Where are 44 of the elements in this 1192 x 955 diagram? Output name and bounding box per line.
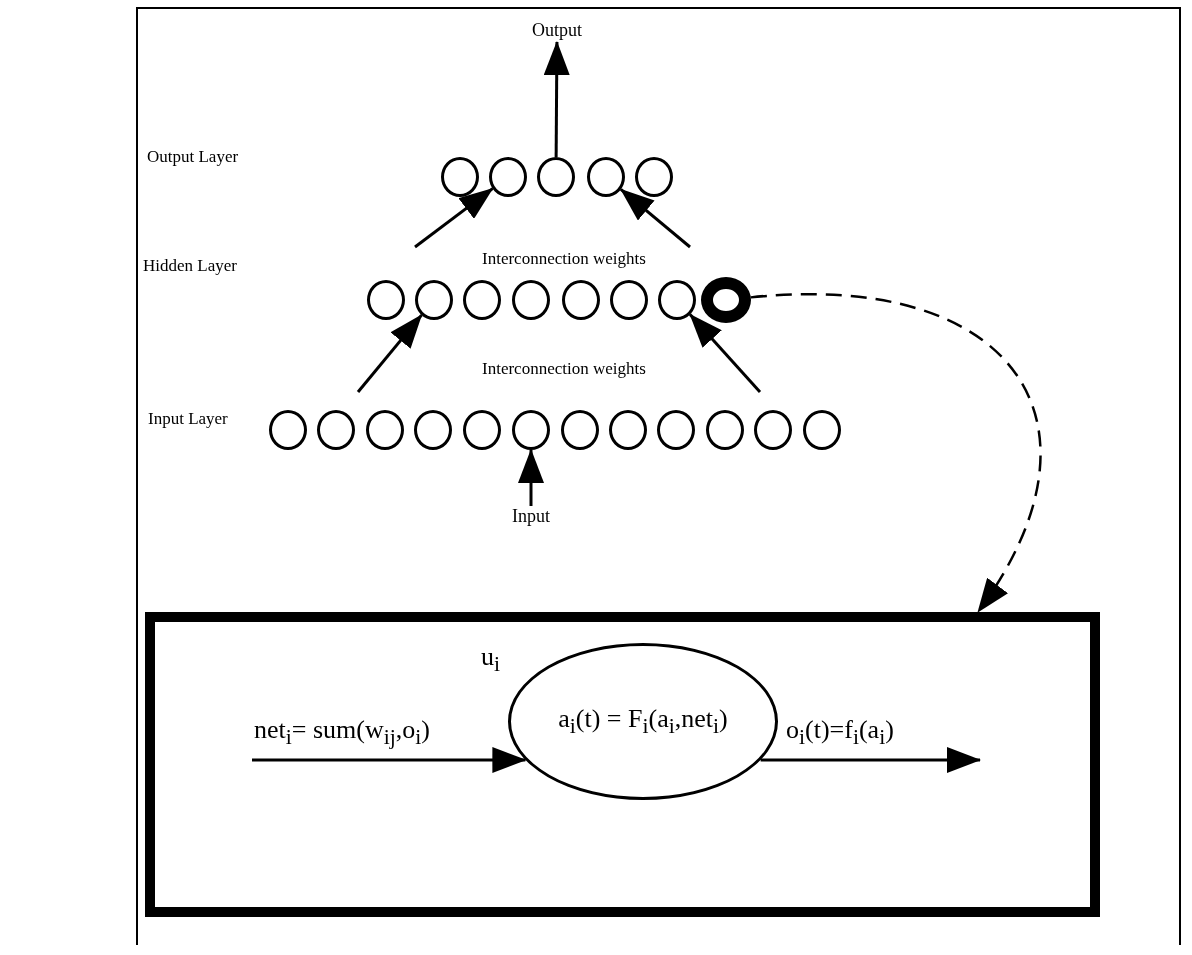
neuron-circle	[658, 280, 696, 320]
neuron-circle	[415, 280, 453, 320]
arrow	[760, 747, 981, 773]
neuron-circle	[269, 410, 307, 450]
activation-formula: a$_{i}$(t) = F$_{i}$(a$_{i}$,net$_{i}$)	[558, 703, 728, 740]
arrow	[252, 747, 527, 773]
detail-panel	[145, 612, 1100, 917]
neuron-circle	[489, 157, 527, 197]
layer-label: Hidden Layer	[143, 256, 237, 276]
weights-label: Interconnection weights	[482, 249, 646, 269]
arrow	[688, 313, 762, 393]
neuron-circle	[441, 157, 479, 197]
neuron-circle	[366, 410, 404, 450]
neuron-circle	[561, 410, 599, 450]
neuron-circle	[537, 157, 575, 197]
highlighted-neuron	[701, 277, 751, 323]
neuron-circle	[317, 410, 355, 450]
neuron-circle	[367, 280, 405, 320]
arrow	[356, 314, 423, 393]
neuron-circle	[609, 410, 647, 450]
neuron-circle	[463, 410, 501, 450]
neuron-circle	[610, 280, 648, 320]
neuron-circle	[512, 280, 550, 320]
arrow	[414, 187, 494, 249]
neuron-circle	[512, 410, 550, 450]
neuron-circle	[657, 410, 695, 450]
neuron-circle	[463, 280, 501, 320]
neuron-circle	[414, 410, 452, 450]
weights-label: Interconnection weights	[482, 359, 646, 379]
flow-label: Input	[505, 506, 557, 528]
layer-label: Input Layer	[148, 409, 228, 429]
layer-label: Output Layer	[147, 147, 239, 167]
unit-label: u$_{i}$	[481, 642, 501, 678]
neuron-circle	[706, 410, 744, 450]
arrow	[619, 188, 691, 249]
flow-label: Output	[527, 20, 587, 42]
neuron-circle	[754, 410, 792, 450]
arrow	[543, 41, 570, 157]
neuron-circle	[635, 157, 673, 197]
arrow	[518, 449, 544, 506]
neuron-circle	[587, 157, 625, 197]
dashed-arrow	[750, 293, 1041, 613]
neuron-circle	[803, 410, 841, 450]
neuron-circle	[562, 280, 600, 320]
